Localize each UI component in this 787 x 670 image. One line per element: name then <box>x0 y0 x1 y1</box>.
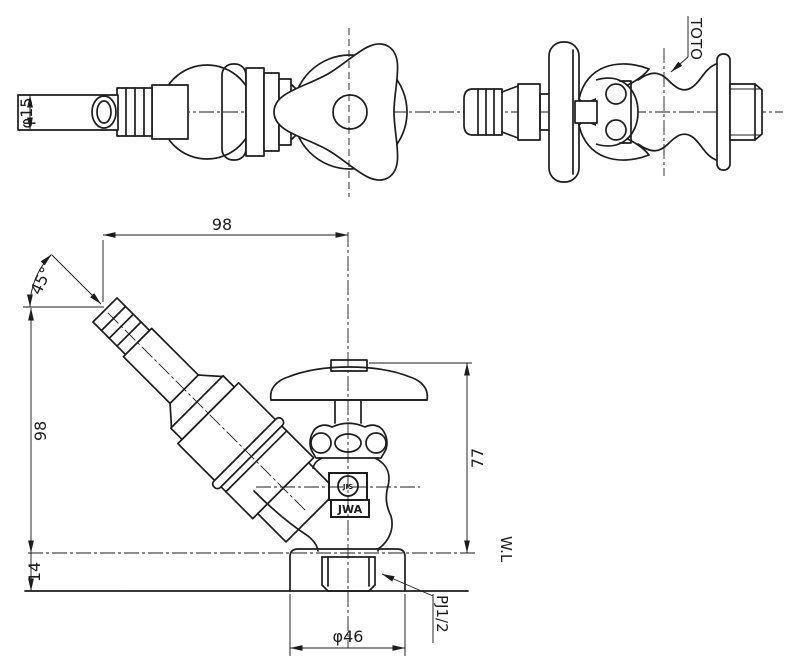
bonnet-ear-right <box>365 432 387 454</box>
view-front: JIS JWA 98 45° <box>23 215 515 656</box>
spout-assembly <box>92 297 338 543</box>
thread-type-text: PJ1/2 <box>433 595 451 633</box>
coupling-cylinder <box>151 84 189 140</box>
stem-top-view <box>574 100 598 124</box>
dimension-body-height: 77 <box>369 362 487 553</box>
dim-wall-clearance-text: 14 <box>25 562 44 582</box>
dimension-center-height: 98 <box>28 308 50 553</box>
label-water-line: W.L <box>497 536 515 563</box>
dim-outlet-diameter-text: φ15 <box>17 98 36 129</box>
hose-barb-side <box>116 87 153 137</box>
dim-flange-diameter-text: φ46 <box>333 627 364 646</box>
barb-cone-bottom <box>501 131 519 139</box>
barb-cone-top <box>501 85 519 93</box>
coupling-ring-1 <box>245 67 265 157</box>
outlet-hole-inner <box>96 100 112 124</box>
view-top: TOTO <box>463 16 763 183</box>
spout-cylinder-top <box>517 83 541 141</box>
dimension-flange-diameter: φ46 <box>289 594 406 656</box>
body-right-edge <box>374 457 393 552</box>
bonnet-port-upper <box>605 83 627 105</box>
water-line-text: W.L <box>497 536 515 563</box>
wall-flange-top-view <box>716 53 731 171</box>
bonnet-port-lower <box>605 119 627 141</box>
logo-mark-bottom-text: JWA <box>337 503 363 516</box>
view-side: φ15 <box>17 28 408 197</box>
dim-center-height-text: 98 <box>31 421 50 441</box>
body-left-joint <box>312 457 323 469</box>
threaded-inlet <box>729 83 763 141</box>
label-brand: TOTO <box>670 16 705 73</box>
hose-barb-top <box>463 88 503 136</box>
handle-cap-screw <box>330 359 368 372</box>
wall-flange-front <box>289 548 406 592</box>
body-elbow-sweep <box>253 490 319 552</box>
dim-spout-angle-text: 45° <box>26 264 55 298</box>
handle-dome <box>269 366 429 401</box>
label-thread-type: PJ1/2 <box>381 573 451 643</box>
dimension-wall-clearance: 14 <box>25 553 44 591</box>
outlet-hole-outer <box>91 95 117 129</box>
spout-axis-centerline <box>107 312 307 512</box>
brand-text: TOTO <box>687 17 705 60</box>
body-wave-bottom <box>637 133 717 161</box>
certification-badge: JIS JWA <box>328 472 370 518</box>
dim-body-height-text: 77 <box>468 448 487 468</box>
bonnet-bracket <box>619 80 632 144</box>
bonnet-ear-left <box>310 432 332 454</box>
dimension-spout-reach: 98 <box>102 215 348 302</box>
thread-nipple <box>321 556 376 592</box>
dimension-outlet-diameter: φ15 <box>17 95 36 130</box>
body-wave-top <box>637 63 717 91</box>
dimension-spout-angle: 45° <box>23 254 104 308</box>
handle-hub <box>332 94 368 130</box>
dim-spout-reach-text: 98 <box>212 215 232 234</box>
